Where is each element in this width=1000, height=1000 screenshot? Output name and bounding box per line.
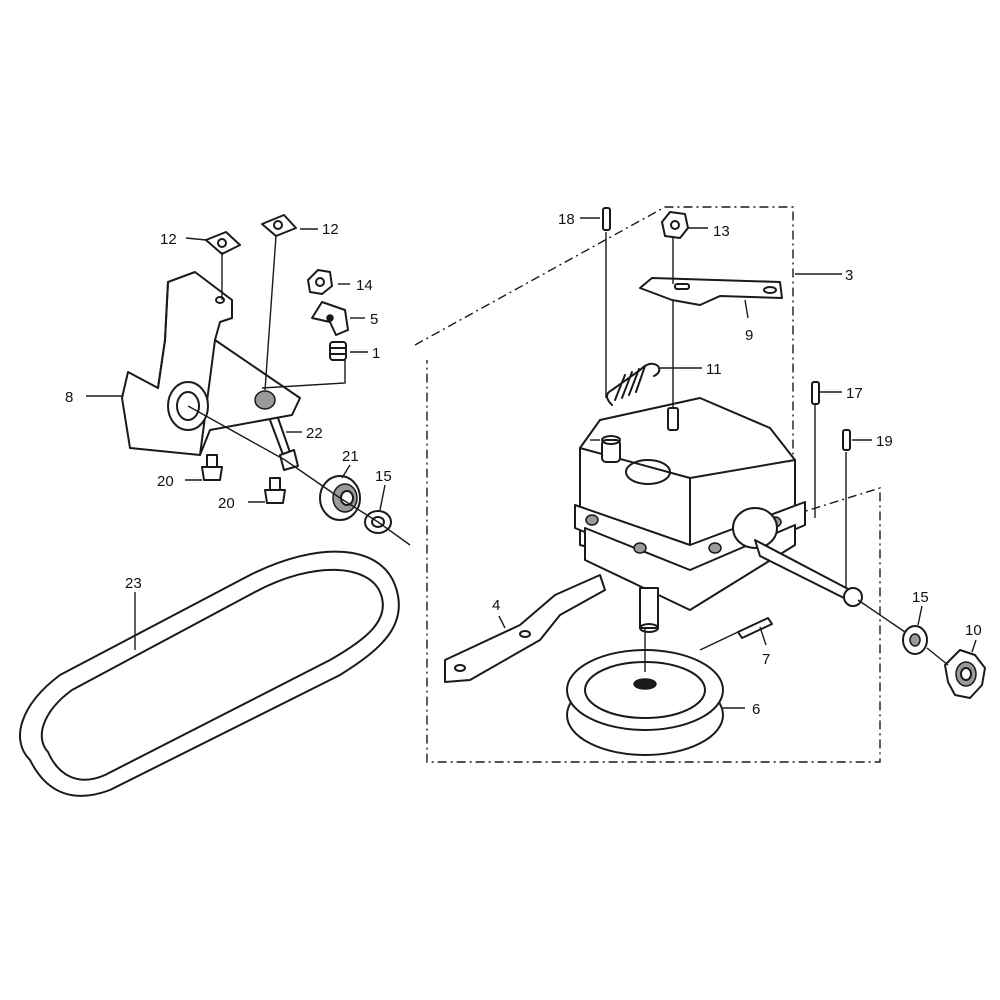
tension-spring[interactable] bbox=[606, 362, 661, 406]
leader-lines bbox=[86, 217, 977, 709]
spring-1[interactable] bbox=[329, 341, 347, 361]
callout-9: 9 bbox=[745, 327, 753, 344]
callout-12-right: 12 bbox=[322, 221, 339, 238]
callout-23: 23 bbox=[125, 575, 142, 592]
callout-13: 13 bbox=[713, 223, 730, 240]
bolt-20-upper[interactable] bbox=[201, 454, 223, 481]
pin-17[interactable] bbox=[811, 381, 820, 405]
key-7[interactable] bbox=[737, 617, 773, 639]
pulley-6[interactable] bbox=[566, 649, 724, 756]
bolt-20-lower[interactable] bbox=[264, 477, 286, 504]
callout-20-lower: 20 bbox=[218, 495, 235, 512]
pin-18[interactable] bbox=[602, 207, 611, 231]
callout-6: 6 bbox=[752, 701, 760, 718]
callout-19: 19 bbox=[876, 433, 893, 450]
bracket-arm-4[interactable] bbox=[444, 574, 606, 683]
callout-12-left: 12 bbox=[160, 231, 177, 248]
callout-20-upper: 20 bbox=[157, 473, 174, 490]
gearbox-housing[interactable] bbox=[574, 397, 806, 611]
collar-5[interactable] bbox=[311, 301, 349, 336]
callout-22: 22 bbox=[306, 425, 323, 442]
drive-belt[interactable] bbox=[19, 550, 400, 797]
nut-13[interactable] bbox=[661, 211, 689, 239]
pin-19[interactable] bbox=[842, 429, 851, 451]
nut-14[interactable] bbox=[307, 269, 333, 295]
callout-5: 5 bbox=[370, 311, 378, 328]
washer-15-right[interactable] bbox=[902, 625, 928, 655]
callout-21: 21 bbox=[342, 448, 359, 465]
callout-14: 14 bbox=[356, 277, 373, 294]
pivot-bolt-22[interactable] bbox=[254, 390, 299, 471]
callout-8: 8 bbox=[65, 389, 73, 406]
callout-7: 7 bbox=[762, 651, 770, 668]
sprocket-10[interactable] bbox=[944, 649, 986, 699]
callout-15-left: 15 bbox=[375, 468, 392, 485]
clip-nut-12-left[interactable] bbox=[205, 231, 241, 255]
input-shaft[interactable] bbox=[639, 587, 659, 633]
gearbox-assembly-boundary bbox=[414, 206, 881, 763]
callout-labels: 1 3 4 5 6 7 8 9 10 11 12 12 13 14 15 15 … bbox=[65, 211, 982, 718]
callout-4: 4 bbox=[492, 597, 500, 614]
lever-9[interactable] bbox=[639, 277, 783, 306]
callout-17: 17 bbox=[846, 385, 863, 402]
callout-18: 18 bbox=[558, 211, 575, 228]
callout-10: 10 bbox=[965, 622, 982, 639]
stud-11[interactable] bbox=[667, 407, 679, 431]
clip-nut-12-right[interactable] bbox=[261, 214, 297, 237]
callout-3: 3 bbox=[845, 267, 853, 284]
callout-1: 1 bbox=[372, 345, 380, 362]
callout-11: 11 bbox=[706, 361, 722, 378]
output-shaft[interactable] bbox=[732, 507, 863, 607]
callout-15-right: 15 bbox=[912, 589, 929, 606]
